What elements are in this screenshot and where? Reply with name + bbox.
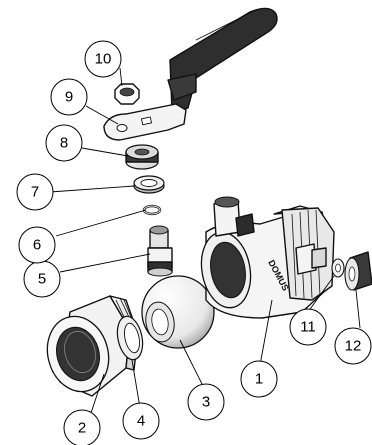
callout-10-label: 10 (95, 51, 112, 68)
packing-ring-part (133, 175, 165, 194)
lever-handle-part (103, 7, 278, 141)
callout-5: 5 (23, 260, 61, 298)
callout-8: 8 (45, 124, 83, 162)
end-connector-part (46, 295, 139, 397)
callout-6-label: 6 (33, 237, 41, 254)
callout-2: 2 (63, 409, 101, 445)
valve-body-part: DOMUS (200, 196, 335, 319)
gland-nut-part (125, 144, 159, 170)
callout-7-label: 7 (31, 184, 39, 201)
callout-3: 3 (187, 383, 225, 421)
callout-3-label: 3 (202, 394, 210, 411)
callout-10: 10 (84, 40, 122, 78)
cap-part (344, 251, 372, 291)
callout-11-label: 11 (300, 319, 316, 336)
callout-6: 6 (18, 226, 56, 264)
nut-part (114, 83, 140, 105)
callout-12-label: 12 (345, 338, 362, 355)
ball-part (141, 275, 215, 349)
seat-part (116, 315, 144, 361)
o-ring-part (142, 204, 162, 216)
callout-9: 9 (50, 78, 88, 116)
callout-7: 7 (16, 173, 54, 211)
callout-11: 11 (289, 308, 327, 346)
callout-9-label: 9 (65, 89, 73, 106)
callout-4: 4 (122, 402, 160, 440)
callout-1-label: 1 (255, 371, 263, 388)
stem-part (147, 225, 173, 277)
washer-part (331, 258, 345, 278)
callout-5-label: 5 (38, 271, 46, 288)
callout-1: 1 (240, 360, 278, 398)
callout-4-label: 4 (137, 413, 145, 430)
callout-2-label: 2 (78, 420, 86, 437)
callout-12: 12 (334, 327, 372, 365)
callout-8-label: 8 (60, 135, 68, 152)
